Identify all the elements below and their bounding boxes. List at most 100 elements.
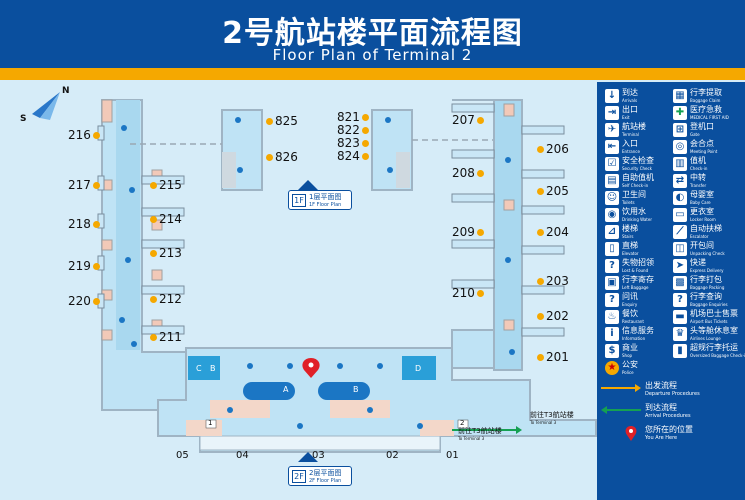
legend-item-en: MEDICAL FIRST AID xyxy=(690,115,729,120)
legend-item-cn: 自动扶梯 xyxy=(690,224,722,233)
legend-item-cn: 值机 xyxy=(690,156,706,165)
oversized-baggage-icon: ▮ xyxy=(673,344,687,358)
baggage-packing-icon: ▩ xyxy=(673,276,687,290)
escalator-icon: ⟋ xyxy=(673,225,687,239)
floor-1f-box: 1F xyxy=(292,194,306,207)
legend-item-cn: 会合点 xyxy=(690,139,714,148)
header-accent-bar xyxy=(0,68,745,80)
floor-1f-en: 1F Floor Plan xyxy=(309,202,342,208)
gate-219-label: 219 xyxy=(68,259,102,273)
legend-item-en: Lost & Found xyxy=(622,268,649,273)
gate-icon xyxy=(150,216,157,223)
gate-04-label: 04 xyxy=(236,450,249,461)
gate-220-label: 220 xyxy=(68,294,102,308)
legend-item-cn: 公安 xyxy=(622,360,638,369)
gate-icon xyxy=(92,298,100,305)
legend-item-en: Information xyxy=(622,336,646,341)
legend-item-en: Gate xyxy=(690,132,700,137)
legend-item-en: Escalator xyxy=(690,234,709,239)
terminal-map-drawing xyxy=(32,92,597,462)
security-icon: ☑ xyxy=(605,157,619,171)
gate-icon xyxy=(537,229,544,236)
legend-item-cn: 餐饮 xyxy=(622,309,638,318)
legend-item-en: Toilets xyxy=(622,200,635,205)
left-baggage-icon: ▣ xyxy=(605,276,619,290)
legend-item-en: Arrivals xyxy=(622,98,638,103)
legend-item-en: Entrance xyxy=(622,149,640,154)
gate-01-label: 01 xyxy=(446,450,459,461)
gate-826-label: 826 xyxy=(264,150,298,164)
gate-icon xyxy=(92,132,100,139)
legend-item-cn: 失物招领 xyxy=(622,258,654,267)
first-aid-icon: ✚ xyxy=(673,106,687,120)
legend-item-cn: 快递 xyxy=(690,258,706,267)
legend-item-en: Drinking Water xyxy=(622,217,652,222)
checkin-a-label: A xyxy=(283,385,289,394)
check-in-icon: ▥ xyxy=(673,157,687,171)
legend-item-en: Baby Care xyxy=(690,200,711,205)
self-checkin-icon: ▤ xyxy=(605,174,619,188)
legend-item-cn: 饮用水 xyxy=(622,207,646,216)
gate-icon xyxy=(266,154,273,161)
gate-203-label: 203 xyxy=(535,274,569,288)
legend-item-cn: 航站楼 xyxy=(622,122,646,131)
door-1-label: 1 xyxy=(208,419,213,427)
legend-item-cn: 中转 xyxy=(690,173,706,182)
gate-218-label: 218 xyxy=(68,217,102,231)
gate-206-label: 206 xyxy=(535,142,569,156)
legend-item-en: Oversized Baggage Check-in xyxy=(690,353,745,358)
legend-item-en: Transfer xyxy=(690,183,707,188)
gate-216-label: 216 xyxy=(68,128,102,142)
unpacking-check-icon: ◫ xyxy=(673,242,687,256)
gate-icon xyxy=(476,170,484,177)
gate-icon xyxy=(537,313,544,320)
gate-210-label: 210 xyxy=(452,286,486,300)
legend-item-en: Elevator xyxy=(622,251,639,256)
exit-icon: ⇥ xyxy=(605,106,619,120)
you-are-here-pin-icon xyxy=(625,426,637,441)
legend-you-are-here: 您所在的位置 You Are Here xyxy=(597,424,737,450)
gate-824-label: 824 xyxy=(337,149,371,163)
airlines-lounge-icon: ♛ xyxy=(673,327,687,341)
gate-icon xyxy=(150,296,157,303)
legend-item-en: Meeting Point xyxy=(690,149,718,154)
page-subtitle: Floor Plan of Terminal 2 xyxy=(272,46,473,64)
legend-item-en: Baggage Packing xyxy=(690,285,725,290)
legend-item-en: Restaurant xyxy=(622,319,644,324)
legend-item-cn: 机场巴士售票 xyxy=(690,309,738,318)
stairs-icon: ⊿ xyxy=(605,225,619,239)
checkin-d-label: D xyxy=(415,364,422,373)
gate-823-label: 823 xyxy=(337,136,371,150)
gate-208-label: 208 xyxy=(452,166,486,180)
meeting-point-icon: ◎ xyxy=(673,140,687,154)
you-are-here-pin-icon xyxy=(302,358,320,378)
legend-item-cn: 问讯 xyxy=(622,292,638,301)
legend-arrival: 到达流程 Arrival Procedures xyxy=(597,402,737,428)
legend-item-en: Security Check xyxy=(622,166,653,171)
departure-arrow-icon xyxy=(601,384,641,392)
legend-item-en: Police xyxy=(622,370,634,375)
legend-item-cn: 信息服务 xyxy=(622,326,654,335)
compass-south-label: S xyxy=(20,114,27,124)
legend-item-en: Express Delivery xyxy=(690,268,724,273)
floor-2f-cn: 2层平面图 xyxy=(309,469,342,477)
gate-icon xyxy=(361,140,369,147)
legend-item-cn: 医疗急救 xyxy=(690,105,722,114)
toilet-icon: ☺ xyxy=(605,191,619,205)
elevator-icon: ▯ xyxy=(605,242,619,256)
